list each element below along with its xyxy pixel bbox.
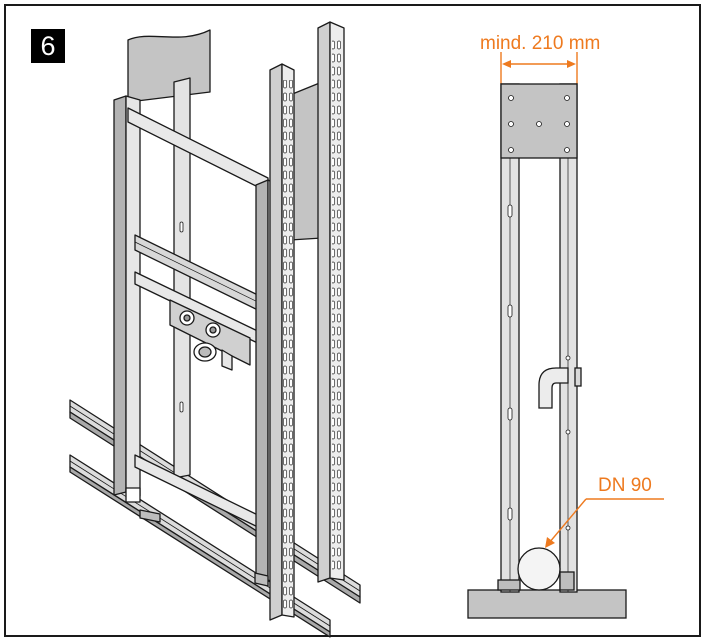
back-wall-panel: [127, 29, 211, 103]
side-view: [467, 52, 664, 619]
pipe-size-label: DN 90: [598, 475, 652, 496]
drain-pipe-dn90: [517, 547, 561, 591]
foot-right: [254, 572, 269, 587]
pipe-leader-line: [545, 498, 664, 548]
perforated-rail-front: [269, 63, 295, 621]
foot-left: [139, 509, 161, 523]
dimension-line: [500, 52, 578, 84]
floor-slab: [467, 589, 627, 619]
fitting-bracket: [169, 299, 251, 371]
minimum-width-label: mind. 210 mm: [480, 33, 601, 54]
back-post: [173, 77, 191, 479]
mounting-plate: [500, 83, 578, 159]
perforated-rail-back: [317, 21, 345, 583]
mid-crossbar: [134, 234, 269, 316]
side-wall-panel: [289, 81, 323, 241]
side-post-right: [559, 83, 578, 593]
top-crossbar: [127, 107, 269, 193]
front-post-left: [113, 95, 141, 503]
step-number-badge: 6: [31, 29, 65, 63]
perspective-frame: [69, 21, 361, 638]
elbow-pipe: [538, 367, 569, 409]
